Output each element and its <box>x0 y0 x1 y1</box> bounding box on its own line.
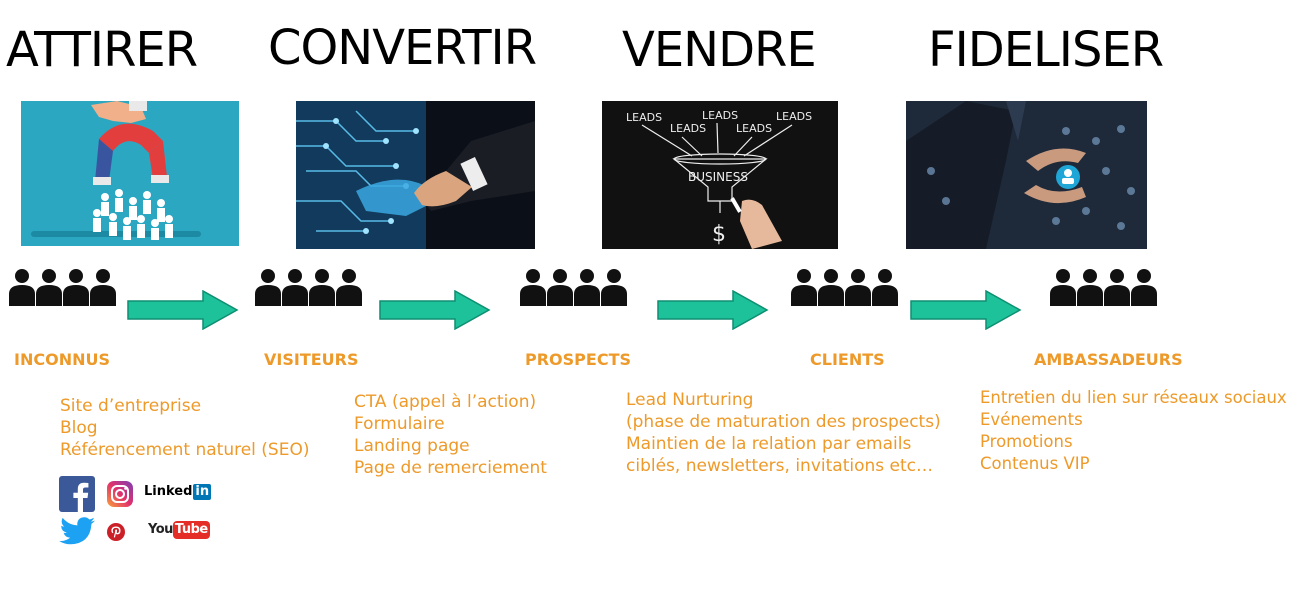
facebook-icon <box>59 476 95 512</box>
stage-label-ambassadeurs: AMBASSADEURS <box>1034 350 1183 369</box>
list-item: ciblés, newsletters, invitations etc… <box>626 456 933 476</box>
list-item: Evénements <box>980 410 1083 429</box>
list-item: Site d’entreprise <box>60 396 202 416</box>
people-group-clients-icon <box>790 268 900 306</box>
list-item: Blog <box>60 418 98 438</box>
list-item: CTA (appel à l’action) <box>354 392 537 412</box>
list-item: Promotions <box>980 432 1073 451</box>
arrow-right-icon <box>657 290 769 330</box>
twitter-icon <box>59 517 95 547</box>
tactics-list-convertir: CTA (appel à l’action) Formulaire Landin… <box>354 391 547 479</box>
funnel-word: LEADS <box>776 110 812 123</box>
instagram-icon <box>107 481 133 507</box>
funnel-word: LEADS <box>736 122 772 135</box>
title-fideliser: FIDELISER <box>928 22 1164 78</box>
people-group-ambassadeurs-icon <box>1049 268 1159 306</box>
people-group-prospects-icon <box>519 268 629 306</box>
tactics-list-fideliser: Entretien du lien sur réseaux sociaux Ev… <box>980 387 1287 475</box>
list-item: Maintien de la relation par emails <box>626 434 912 454</box>
pinterest-icon <box>107 523 125 541</box>
tactics-list-vendre: Lead Nurturing (phase de maturation des … <box>626 389 941 477</box>
funnel-word: LEADS <box>702 109 738 122</box>
funnel-word: LEADS <box>670 122 706 135</box>
funnel-label: BUSINESS <box>688 170 748 184</box>
linkedin-in-badge: in <box>193 484 212 500</box>
stage-label-clients: CLIENTS <box>810 350 885 369</box>
svg-text:$: $ <box>712 222 726 247</box>
magnet-image <box>21 101 239 246</box>
linkedin-wordmark: Linked <box>144 484 193 499</box>
handshake-image <box>296 101 535 249</box>
list-item: Référencement naturel (SEO) <box>60 440 310 460</box>
title-convertir: CONVERTIR <box>268 20 537 76</box>
arrow-right-icon <box>910 290 1022 330</box>
title-vendre: VENDRE <box>622 22 817 78</box>
loyalty-image <box>906 101 1147 249</box>
list-item: Formulaire <box>354 414 445 434</box>
stage-label-visiteurs: VISITEURS <box>264 350 359 369</box>
people-group-visiteurs-icon <box>254 268 364 306</box>
arrow-right-icon <box>379 290 491 330</box>
funnel-word: LEADS <box>626 111 662 124</box>
list-item: Page de remerciement <box>354 458 547 478</box>
arrow-right-icon <box>127 290 239 330</box>
list-item: Landing page <box>354 436 470 456</box>
list-item: Contenus VIP <box>980 454 1090 473</box>
list-item: Lead Nurturing <box>626 390 754 410</box>
list-item: (phase de maturation des prospects) <box>626 412 941 432</box>
youtube-tube-badge: Tube <box>172 521 210 539</box>
youtube-wordmark: You <box>148 522 173 537</box>
people-group-inconnus-icon <box>8 268 118 306</box>
stage-label-inconnus: INCONNUS <box>14 350 110 369</box>
stage-label-prospects: PROSPECTS <box>525 350 632 369</box>
list-item: Entretien du lien sur réseaux sociaux <box>980 388 1287 407</box>
funnel-image: LEADS LEADS LEADS LEADS LEADS BUSINESS $ <box>602 101 838 249</box>
title-attirer: ATTIRER <box>6 22 198 78</box>
tactics-list-attirer: Site d’entreprise Blog Référencement nat… <box>60 395 309 461</box>
